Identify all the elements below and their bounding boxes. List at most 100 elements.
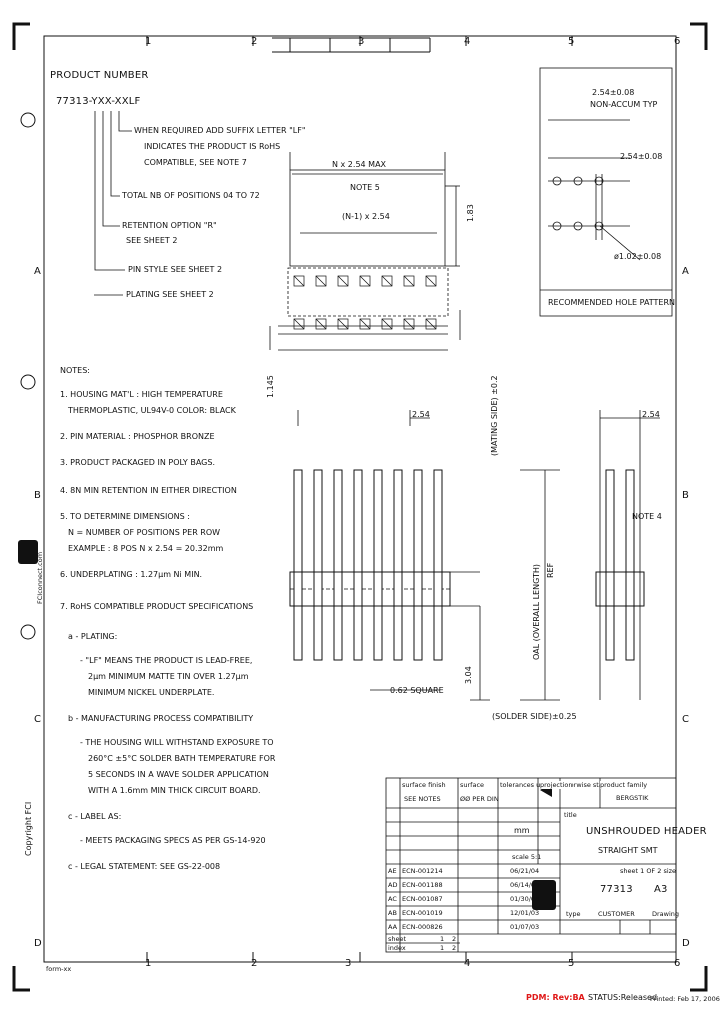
dim-note5: NOTE 5: [350, 183, 380, 192]
rev-ac-ecn: ECN-001087: [402, 895, 443, 903]
zone-bottom-4: 4: [464, 958, 471, 969]
tb-sheet-1: 1: [440, 935, 445, 943]
dim-n-x-254: N x 2.54 MAX: [332, 160, 387, 169]
rev-ae-ecn: ECN-001214: [402, 867, 443, 875]
zone-top-3: 3: [358, 36, 365, 47]
zone-right-a: D: [682, 938, 690, 949]
hole-pattern-caption: RECOMMENDED HOLE PATTERN: [548, 298, 676, 307]
copyright: Copyright FCI: [24, 801, 33, 856]
hole-dim-1-sub: NON-ACCUM TYP: [590, 100, 658, 109]
tb-surface: ØØ PER DIN: [460, 795, 499, 803]
release-status-text: STATUS:Released: [588, 993, 658, 1002]
tb-units: mm: [514, 826, 530, 835]
tb-hdr-proj: projection: [540, 781, 573, 789]
callout-sheet2: SEE SHEET 2: [126, 236, 178, 245]
tb-title-1: UNSHROUDED HEADER: [586, 826, 707, 837]
zone-right-c: B: [682, 490, 690, 501]
rev-ab: AB: [388, 909, 397, 917]
note-1b: THERMOPLASTIC, UL94V-0 COLOR: BLACK: [68, 406, 236, 415]
fci-logo-left: [18, 540, 38, 564]
callout-pin-style: PIN STYLE SEE SHEET 2: [128, 265, 223, 274]
form-id: form-xx: [46, 965, 72, 973]
rev-ae-date: 06/21/04: [510, 867, 540, 875]
callout-retention: RETENTION OPTION "R": [122, 221, 217, 230]
dim-oal: OAL (OVERALL LENGTH): [532, 563, 541, 660]
pdm-revision: PDM: Rev:BA: [526, 993, 585, 1002]
callout-rohs: INDICATES THE PRODUCT IS RoHS: [144, 142, 281, 151]
tb-index-2: 2: [452, 944, 457, 952]
tb-hdr-finish: surface finish: [402, 781, 446, 789]
note-7b-1: - THE HOUSING WILL WITHSTAND EXPOSURE TO: [80, 738, 274, 747]
note-7b: b - MANUFACTURING PROCESS COMPATIBILITY: [68, 714, 254, 723]
dim-solder-side: (SOLDER SIDE)±0.25: [492, 712, 577, 721]
rev-ae: AE: [388, 867, 397, 875]
tb-family: BERGSTIK: [616, 794, 649, 802]
tb-title-2: STRAIGHT SMT: [598, 846, 658, 855]
tb-type-label: type: [566, 910, 581, 918]
rev-ab-ecn: ECN-001019: [402, 909, 443, 917]
tb-index-label: index: [388, 944, 406, 952]
note-7a: a - PLATING:: [68, 632, 118, 641]
callout-suffix: WHEN REQUIRED ADD SUFFIX LETTER "LF": [134, 126, 306, 135]
rev-ac-date: 01/30/04: [510, 895, 540, 903]
rev-aa-date: 01/07/03: [510, 923, 540, 931]
zone-right-d: A: [682, 266, 690, 277]
printed-date: Printed: Feb 17, 2006: [650, 995, 720, 1003]
zone-top-6: 6: [674, 36, 681, 47]
dim-062-square: 0.62 SQUARE: [390, 686, 444, 695]
rev-ab-date: 12/01/03: [510, 909, 540, 917]
note-1: 1. HOUSING MAT'L : HIGH TEMPERATURE: [60, 390, 223, 399]
note-7b-2: 260°C ±5°C SOLDER BATH TEMPERATURE FOR: [88, 754, 276, 763]
rev-ad: AD: [388, 881, 398, 889]
dim-304: 3.04: [464, 666, 473, 684]
rev-aa-ecn: ECN-000826: [402, 923, 443, 931]
dim-254-front: 2.54: [412, 410, 430, 419]
zone-bottom-6: 6: [674, 958, 681, 969]
rev-ac: AC: [388, 895, 397, 903]
product-number-title: PRODUCT NUMBER: [50, 70, 149, 81]
callout-plating: PLATING SEE SHEET 2: [126, 290, 214, 299]
note-7a-1: - "LF" MEANS THE PRODUCT IS LEAD-FREE,: [80, 656, 253, 665]
fci-logo-block: [532, 880, 556, 910]
dim-1145: 1.145: [266, 375, 275, 398]
tb-sheet-label: sheet: [388, 935, 407, 943]
product-number-code: 77313-YXX-XXLF: [56, 96, 141, 107]
note-7d: c - LEGAL STATEMENT: SEE GS-22-008: [68, 862, 221, 871]
tb-scale: scale 5:1: [512, 853, 542, 861]
tb-hdr-family: product family: [600, 781, 648, 789]
hole-dim-2: 2.54±0.08: [620, 152, 663, 161]
tb-sheet: sheet 1 OF 2 size: [620, 867, 677, 875]
zone-right-b: C: [682, 714, 690, 725]
zone-bottom-3: 3: [345, 958, 352, 969]
note-7c-1: - MEETS PACKAGING SPECS AS PER GS-14-920: [80, 836, 266, 845]
rev-ad-ecn: ECN-001188: [402, 881, 443, 889]
zone-left-b: C: [34, 714, 42, 725]
zone-bottom-5: 5: [568, 958, 575, 969]
note-7b-4: WITH A 1.6mm MIN THICK CIRCUIT BOARD.: [88, 786, 261, 795]
note-4: 4. 8N MIN RETENTION IN EITHER DIRECTION: [60, 486, 237, 495]
notes-title: NOTES:: [60, 366, 90, 375]
callout-positions: TOTAL NB OF POSITIONS 04 TO 72: [122, 191, 260, 200]
zone-top-1: 1: [145, 36, 152, 47]
dim-254-side: 2.54: [642, 410, 660, 419]
tb-hdr-surface: surface: [460, 781, 485, 789]
tb-type-value: CUSTOMER: [598, 910, 635, 918]
note-7: 7. RoHS COMPATIBLE PRODUCT SPECIFICATION…: [60, 602, 254, 611]
zone-top-4: 4: [464, 36, 471, 47]
note-5: 5. TO DETERMINE DIMENSIONS :: [60, 512, 190, 521]
dim-183: 1.83: [466, 204, 475, 222]
tb-finish: SEE NOTES: [404, 795, 441, 803]
note-7b-3: 5 SECONDS IN A WAVE SOLDER APPLICATION: [88, 770, 269, 779]
release-status: STATUS:Released: [588, 993, 657, 1002]
tb-drawing-label: Drawing: [652, 910, 680, 918]
note-5c: EXAMPLE : 8 POS N x 2.54 = 20.32mm: [68, 544, 224, 553]
tb-index-1: 1: [440, 944, 445, 952]
note-3: 3. PRODUCT PACKAGED IN POLY BAGS.: [60, 458, 215, 467]
tb-size: A3: [654, 884, 668, 895]
fci-url: FCIconnect.com: [36, 551, 44, 604]
tb-drawing-number: 77313: [600, 884, 633, 895]
callout-note7: COMPATIBLE, SEE NOTE 7: [144, 158, 247, 167]
dim-note4: NOTE 4: [632, 512, 662, 521]
note-7a-2: 2µm MINIMUM MATTE TIN OVER 1.27µm: [88, 672, 249, 681]
